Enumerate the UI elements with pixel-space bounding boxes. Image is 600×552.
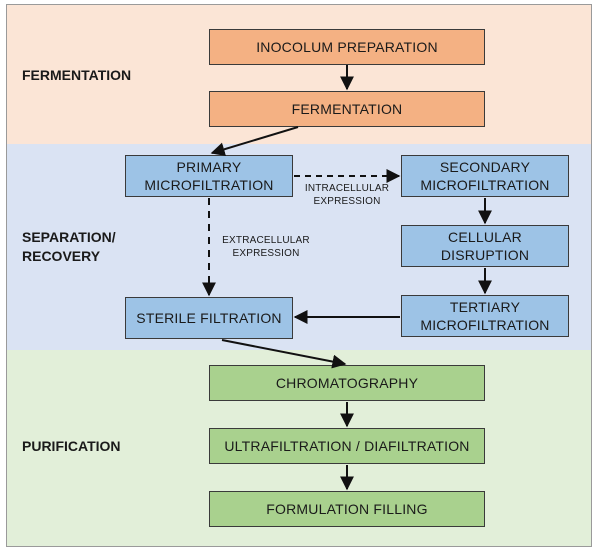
step-label: CHROMATOGRAPHY (275, 375, 419, 391)
step-sterile-filtration: STERILE FILTRATION (125, 297, 293, 339)
step-fermentation: FERMENTATION (209, 91, 485, 127)
step-primary-microfiltration: PRIMARY MICROFILTRATION (125, 155, 293, 197)
annotation-extracellular-expression: EXTRACELLULAR EXPRESSION (222, 235, 310, 259)
section-label-fermentation: FERMENTATION (22, 67, 132, 83)
step-label: INOCOLUM PREPARATION (256, 39, 438, 55)
step-label: TERTIARY MICROFILTRATION (420, 299, 550, 333)
step-ultrafiltration-diafiltration: ULTRAFILTRATION / DIAFILTRATION (209, 428, 485, 464)
step-label: CELLULAR DISRUPTION (440, 229, 530, 263)
step-inoculum-preparation: INOCOLUM PREPARATION (209, 29, 485, 65)
step-label: FORMULATION FILLING (266, 501, 428, 517)
step-label: FERMENTATION (291, 101, 403, 117)
step-label: STERILE FILTRATION (136, 310, 282, 326)
step-label: SECONDARY MICROFILTRATION (420, 159, 550, 193)
step-label: ULTRAFILTRATION / DIAFILTRATION (224, 438, 470, 454)
section-label-purification: PURIFICATION (22, 438, 121, 454)
step-secondary-microfiltration: SECONDARY MICROFILTRATION (401, 155, 569, 197)
step-formulation-filling: FORMULATION FILLING (209, 491, 485, 527)
step-label: PRIMARY MICROFILTRATION (144, 159, 274, 193)
section-label-separation: SEPARATION/ RECOVERY (22, 229, 116, 264)
step-chromatography: CHROMATOGRAPHY (209, 365, 485, 401)
step-cellular-disruption: CELLULAR DISRUPTION (401, 225, 569, 267)
annotation-intracellular-expression: INTRACELLULAR EXPRESSION (304, 183, 390, 207)
step-tertiary-microfiltration: TERTIARY MICROFILTRATION (401, 295, 569, 337)
